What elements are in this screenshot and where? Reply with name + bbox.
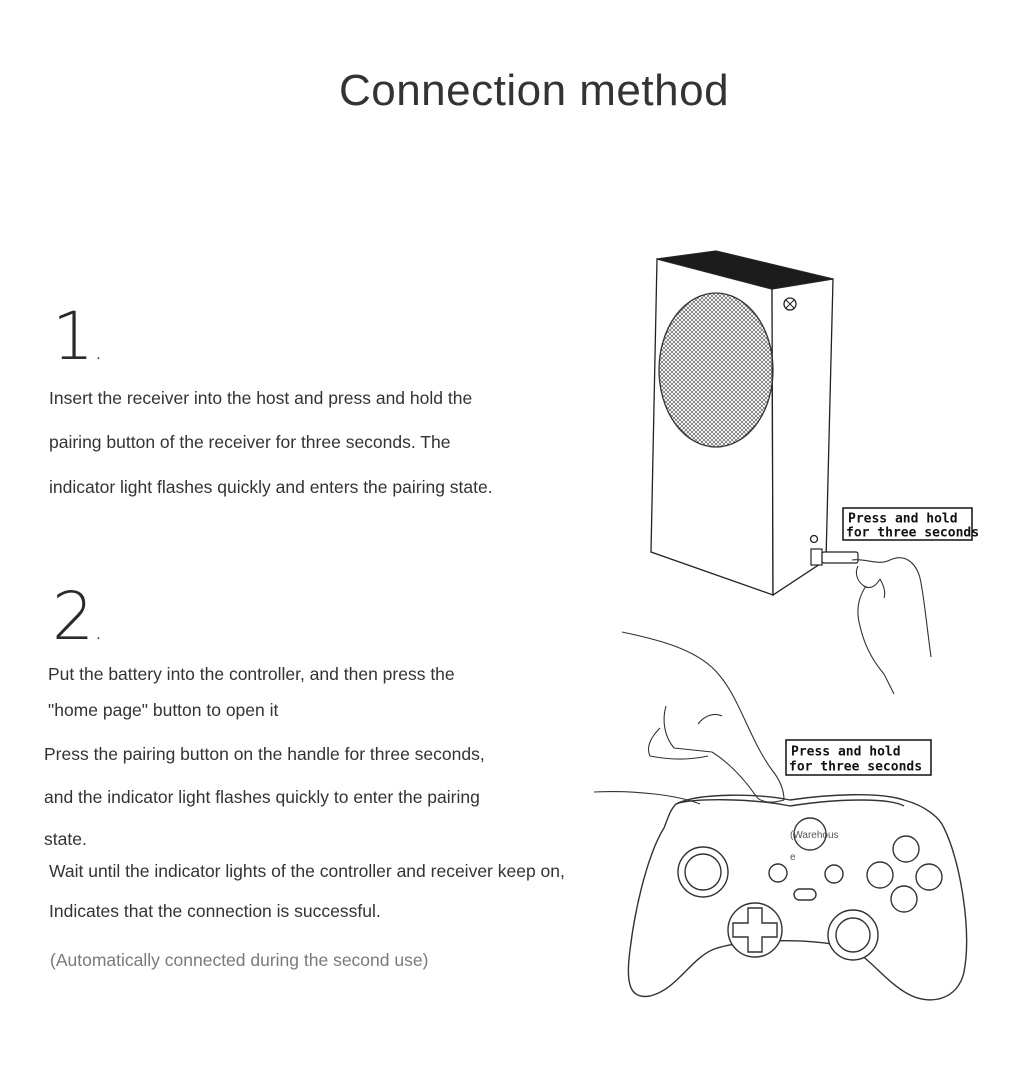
callout-bottom-line-1: Press and hold: [791, 745, 901, 760]
home-button-label-2: e: [790, 852, 796, 863]
page-title: Connection method: [338, 66, 730, 115]
step-2-line-1: Put the battery into the controller, and…: [48, 664, 455, 684]
step-1-number: 1.: [52, 298, 103, 375]
step-2-line-7: Indicates that the connection is success…: [49, 901, 381, 921]
callout-top-line-2: for three seconds: [846, 526, 979, 541]
step-2-line-3: Press the pairing button on the handle f…: [44, 744, 485, 764]
step-2-line-6: Wait until the indicator lights of the c…: [49, 861, 565, 881]
callout-top: Press and hold for three seconds: [842, 507, 979, 541]
step-2-note: (Automatically connected during the seco…: [50, 950, 429, 970]
callout-bottom-line-2: for three seconds: [789, 760, 922, 775]
home-button: [793, 817, 827, 851]
step-1-line-2: pairing button of the receiver for three…: [49, 432, 451, 452]
callout-bottom: Press and hold for three seconds: [785, 739, 932, 776]
step-2-line-2: "home page" button to open it: [48, 700, 279, 720]
callout-top-line-1: Press and hold: [848, 512, 958, 527]
step-1-line-3: indicator light flashes quickly and ente…: [49, 477, 493, 497]
step-2-line-4: and the indicator light flashes quickly …: [44, 787, 480, 807]
face-button-right: [915, 863, 943, 891]
console-host: [650, 250, 834, 597]
usb-receiver: [810, 548, 859, 566]
game-controller: [627, 794, 968, 1001]
step-1-line-1: Insert the receiver into the host and pr…: [49, 388, 473, 408]
face-button-bottom: [890, 885, 918, 913]
hand-holding-receiver: [851, 557, 932, 695]
face-button-top: [892, 835, 920, 863]
step-2-number: 2.: [52, 578, 103, 655]
home-button-label-1: (Warehous: [790, 830, 839, 841]
hand-pressing-controller: [593, 631, 785, 805]
face-button-left: [866, 861, 894, 889]
step-2-line-5: state.: [44, 829, 87, 849]
